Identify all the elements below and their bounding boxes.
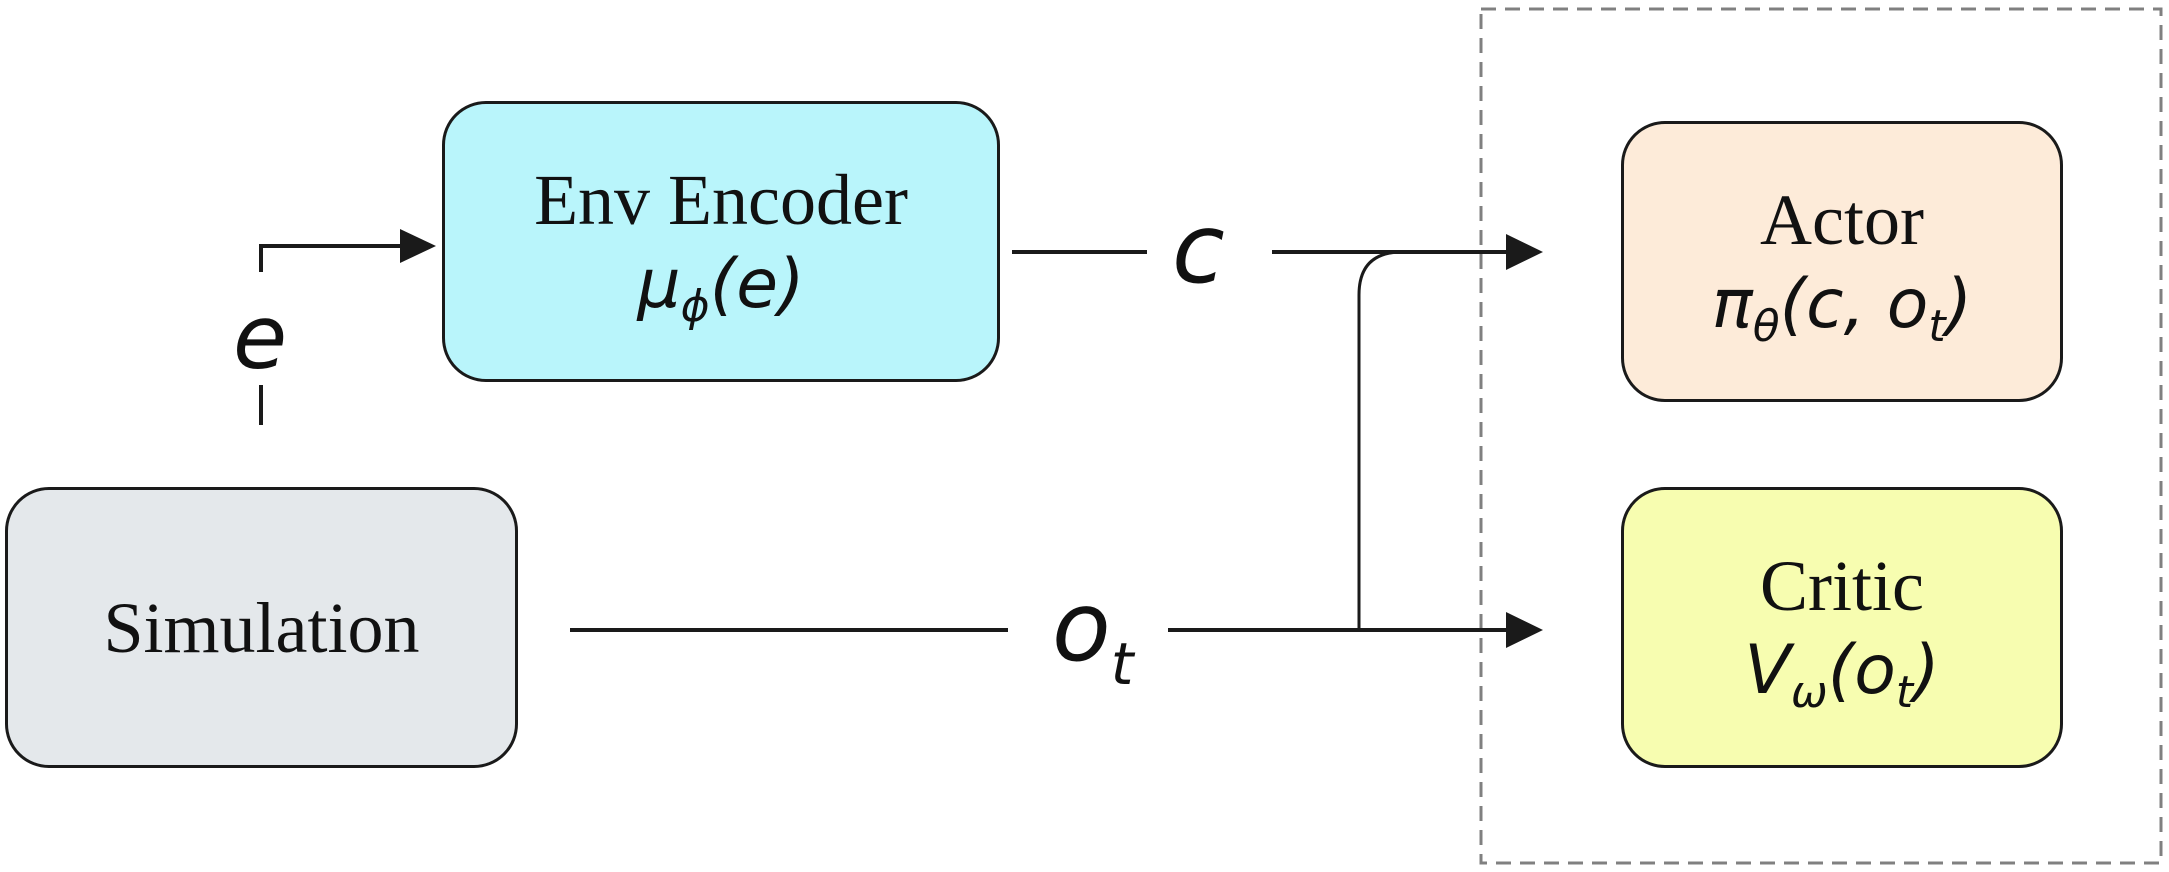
signal-o-label: ot [1052, 571, 1133, 693]
env-encoder-box: Env Encoder μϕ(e) [442, 101, 1000, 382]
env-encoder-title: Env Encoder [534, 159, 908, 240]
simulation-title: Simulation [103, 587, 420, 668]
env-encoder-formula-args: (e) [709, 244, 805, 324]
signal-o-sub: t [1110, 630, 1134, 698]
simulation-box: Simulation [5, 487, 518, 768]
actor-formula-main: π [1711, 264, 1753, 344]
e-arrow [259, 244, 412, 272]
env-encoder-formula-sub: ϕ [680, 280, 710, 332]
o-arrowhead [1506, 612, 1543, 648]
critic-title: Critic [1760, 545, 1924, 626]
critic-formula-sub: ω [1790, 666, 1828, 718]
env-encoder-formula: μϕ(e) [637, 243, 805, 329]
critic-formula-args-pre: (o [1827, 630, 1896, 710]
actor-formula-args-pre: (c, o [1779, 264, 1929, 344]
actor-box: Actor πθ(c, ot) [1621, 121, 2063, 402]
actor-formula-args-sub: t [1928, 300, 1946, 352]
critic-formula-args-sub: t [1895, 666, 1914, 718]
critic-formula-args-post: ) [1913, 630, 1940, 710]
e-arrowhead [400, 229, 436, 263]
actor-formula: πθ(c, ot) [1711, 263, 1973, 349]
actor-formula-args-post: ) [1945, 264, 1973, 344]
critic-box: Critic Vω(ot) [1621, 487, 2063, 768]
critic-formula: Vω(ot) [1744, 629, 1940, 715]
actor-title: Actor [1760, 179, 1924, 260]
signal-c-label: c [1172, 193, 1225, 305]
actor-formula-sub: θ [1752, 300, 1780, 352]
critic-formula-main: V [1744, 630, 1791, 710]
c-arrowhead [1506, 234, 1543, 270]
env-encoder-formula-main: μ [637, 244, 681, 324]
signal-e-label: e [233, 286, 288, 389]
signal-o-main: o [1052, 571, 1111, 683]
actor-critic-group-border [1479, 7, 2163, 865]
o-branch-to-actor [1357, 250, 1412, 630]
